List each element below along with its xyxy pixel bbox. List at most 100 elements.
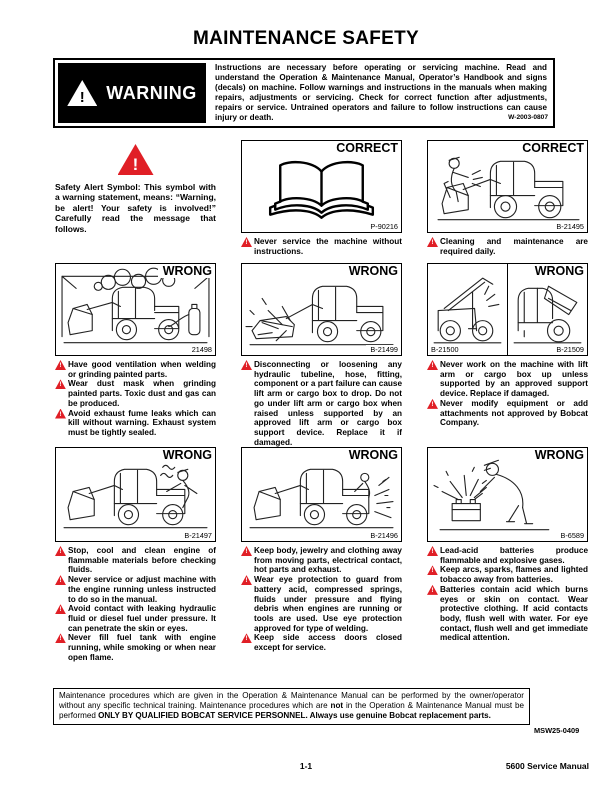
bullet-item: !Wear dust mask when grinding painted pa…: [55, 379, 216, 408]
bullet-text: Wear eye protection to guard from batter…: [254, 575, 402, 633]
bullet-text: Keep body, jewelry and clothing away fro…: [254, 546, 402, 575]
bullet-item: !Keep body, jewelry and clothing away fr…: [241, 546, 402, 575]
alert-triangle-icon: !: [241, 237, 252, 247]
bullet-text: Never work on the machine with lift arm …: [440, 360, 588, 399]
bullet-item: !Never modify equipment or add attachmen…: [427, 398, 588, 428]
alert-triangle-icon: !: [427, 237, 438, 247]
bullet-text: Lead-acid batteries produce flammable an…: [440, 546, 588, 565]
bullet-text: Avoid exhaust fume leaks which can kill …: [68, 408, 216, 437]
panel-code: B-21499: [366, 345, 398, 354]
alert-triangle-icon: !: [427, 360, 438, 370]
bullet-text: Never service or adjust machine with the…: [68, 575, 216, 604]
bullet-item: !Never service the machine without instr…: [241, 237, 402, 256]
panel-header: CORRECT: [517, 141, 584, 155]
bullet-text: Never fill fuel tank with engine running…: [68, 633, 216, 662]
alert-triangle-icon: !: [241, 575, 252, 586]
alert-triangle-icon: !: [55, 360, 66, 370]
machine-cleaning-illustration: [437, 156, 580, 221]
panel-header: WRONG: [157, 448, 212, 462]
bullet-text: Keep arcs, sparks, flames and lighted to…: [440, 565, 588, 585]
bullet-text: Have good ventilation when welding or gr…: [68, 360, 216, 379]
panel-code: P-90216: [366, 222, 398, 231]
machine-engine-service-illustration: [63, 464, 208, 529]
page-number: 1-1: [299, 761, 313, 771]
panel-header: WRONG: [343, 448, 398, 462]
panel-wrong-battery: WRONG B-6589 !Lead-acid batteries produc…: [427, 447, 588, 662]
manual-name: 5600 Service Manual: [505, 761, 589, 771]
bullet-text: Stop, cool and clean engine of flammable…: [68, 546, 216, 575]
alert-triangle-icon: !: [241, 546, 252, 556]
machine-welding-fumes-illustration: [61, 267, 210, 344]
panel-code: B-21509: [552, 345, 584, 354]
panel-header: WRONG: [157, 264, 212, 278]
panel-code: B-21497: [180, 531, 212, 540]
warning-banner-text: Instructions are necessary before operat…: [215, 63, 547, 122]
notice-bold: ONLY BY QUALIFIED BOBCAT SERVICE PERSONN…: [98, 710, 491, 720]
bullet-item: !Keep side access doors closed except fo…: [241, 633, 402, 652]
bullet-text: Cleaning and maintenance are required da…: [440, 237, 588, 256]
panel-wrong-engine: WRONG B-21497 !Stop, cool and clean engi…: [55, 447, 216, 662]
bullet-item: !Never work on the machine with lift arm…: [427, 360, 588, 399]
open-book-illustration: [268, 160, 375, 219]
machine-moving-parts-illustration: [249, 468, 394, 529]
bullet-text: Keep side access doors closed except for…: [254, 633, 402, 653]
warning-banner-code: W-2003-0807: [503, 113, 548, 123]
alert-triangle-icon: !: [241, 633, 252, 644]
panel-wrong-ventilation: WRONG 21498 !Have good ventilation when …: [55, 263, 216, 447]
bullet-item: !Wear eye protection to guard from batte…: [241, 575, 402, 633]
safety-alert-icon: !: [117, 144, 154, 175]
warning-triangle-icon: !: [67, 80, 98, 106]
alert-triangle-icon: !: [427, 565, 438, 576]
panel-code: B-6589: [556, 531, 584, 540]
bullet-item: !Cleaning and maintenance are required d…: [427, 237, 588, 256]
alert-triangle-icon: !: [55, 633, 66, 644]
machine-cargobox-raised-illustration: [513, 285, 582, 344]
battery-explosion-illustration: [433, 459, 550, 531]
alert-triangle-icon: !: [427, 398, 438, 409]
warning-label-panel: ! WARNING: [58, 63, 206, 123]
panel-wrong-hydraulic: WRONG B-21499 !Disconnecting or loosenin…: [241, 263, 402, 447]
machine-hydraulic-failure-illustration: [245, 285, 394, 346]
notice-bold: not: [330, 700, 344, 710]
alert-triangle-icon: !: [241, 360, 252, 370]
bullet-item: !Lead-acid batteries produce flammable a…: [427, 546, 588, 565]
safety-alert-block: ! Safety Alert Symbol: This symbol with …: [55, 140, 216, 263]
notice-text: Maintenance procedures which are given i…: [59, 691, 524, 710]
notice-text: in the Operation & Maintenance Manual mu…: [59, 700, 524, 720]
alert-triangle-icon: !: [427, 584, 438, 595]
bullet-item: !Avoid exhaust fume leaks which can kill…: [55, 408, 216, 438]
panel-half-right: WRONG B-21509: [508, 264, 587, 355]
warning-banner-text-area: Instructions are necessary before operat…: [208, 60, 553, 126]
panel-header: WRONG: [529, 448, 584, 462]
machine-liftarm-support-illustration: [433, 277, 502, 344]
panel-wrong-body: WRONG B-21496 !Keep body, jewelry and cl…: [241, 447, 402, 662]
bullet-text: Never service the machine without instru…: [254, 237, 402, 256]
page-title: MAINTENANCE SAFETY: [192, 28, 419, 49]
alert-triangle-icon: !: [55, 408, 66, 419]
form-code: MSW25-0409: [534, 726, 580, 735]
bullet-text: Disconnecting or loosening any hydraulic…: [254, 360, 402, 447]
bullet-item: !Disconnecting or loosening any hydrauli…: [241, 360, 402, 447]
bullet-item: !Have good ventilation when welding or g…: [55, 360, 216, 379]
bullet-item: !Avoid contact with leaking hydraulic fl…: [55, 604, 216, 633]
panel-code: 21498: [187, 345, 212, 354]
bullet-item: !Keep arcs, sparks, flames and lighted t…: [427, 565, 588, 584]
bullet-item: !Never fill fuel tank with engine runnin…: [55, 633, 216, 662]
bottom-notice: Maintenance procedures which are given i…: [53, 688, 530, 725]
alert-triangle-icon: !: [427, 546, 438, 556]
alert-triangle-icon: !: [55, 379, 66, 390]
alert-triangle-icon: !: [55, 546, 66, 556]
bullet-text: Avoid contact with leaking hydraulic flu…: [68, 604, 216, 633]
safety-panel-grid: ! Safety Alert Symbol: This symbol with …: [55, 140, 588, 662]
panel-header: CORRECT: [331, 141, 398, 155]
alert-triangle-icon: !: [55, 575, 66, 586]
panel-code: B-21500: [431, 345, 463, 354]
panel-correct-cleaning: CORRECT B-21495 !Cleaning and maintenanc…: [427, 140, 588, 263]
panel-header: WRONG: [343, 264, 398, 278]
bullet-text: Wear dust mask when grinding painted par…: [68, 379, 216, 408]
bullet-item: !Stop, cool and clean engine of flammabl…: [55, 546, 216, 575]
warning-label: WARNING: [106, 82, 197, 103]
bullet-text: Batteries contain acid which burns eyes …: [440, 584, 588, 643]
safety-alert-text: Safety Alert Symbol: This symbol with a …: [55, 182, 216, 234]
